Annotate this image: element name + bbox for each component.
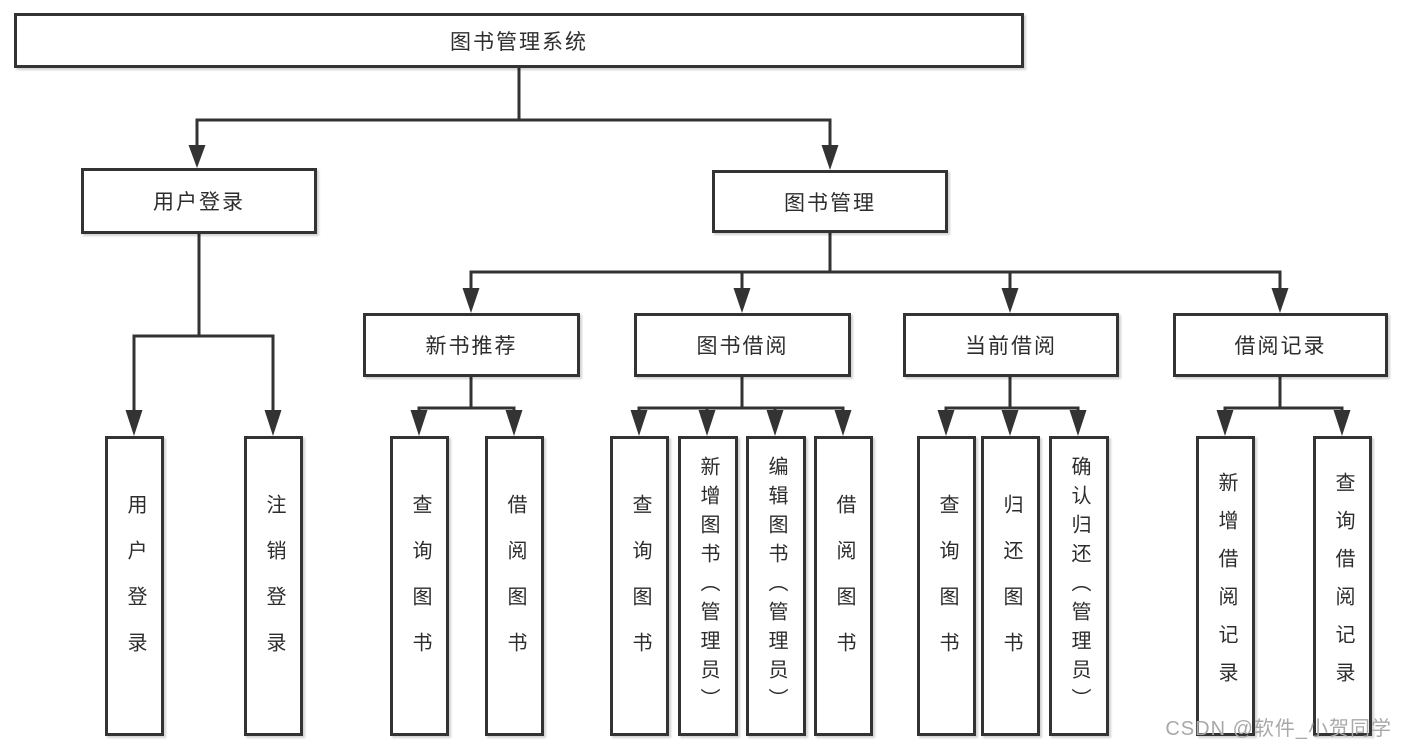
node-add-borrow-record: 新增借阅记录 <box>1196 436 1255 736</box>
node-return-books: 归还图书 <box>981 436 1040 736</box>
node-user-login-leaf: 用户登录 <box>105 436 164 736</box>
tree-edges <box>132 68 1344 412</box>
node-borrow-books-2: 借阅图书 <box>814 436 873 736</box>
node-user-login: 用户登录 <box>81 168 317 234</box>
node-edit-books-admin: 编辑图书（管理员） <box>746 436 806 736</box>
node-logout: 注销登录 <box>244 436 303 736</box>
node-book-management: 图书管理 <box>712 170 948 233</box>
node-borrowing-records: 借阅记录 <box>1173 313 1388 377</box>
node-new-book-recommendation: 新书推荐 <box>363 313 580 377</box>
arrowheads <box>125 145 1351 436</box>
node-current-borrowing: 当前借阅 <box>903 313 1119 377</box>
node-confirm-return-admin: 确认归还（管理员） <box>1049 436 1109 736</box>
node-book-borrowing: 图书借阅 <box>634 313 851 377</box>
node-query-books-2: 查询图书 <box>610 436 669 736</box>
node-query-books-3: 查询图书 <box>917 436 976 736</box>
node-borrow-books-1: 借阅图书 <box>485 436 544 736</box>
node-query-borrow-record: 查询借阅记录 <box>1313 436 1372 736</box>
csdn-watermark: CSDN @软件_小贺同学 <box>1165 718 1392 740</box>
node-add-books-admin: 新增图书（管理员） <box>678 436 738 736</box>
node-root: 图书管理系统 <box>14 13 1024 68</box>
node-query-books-1: 查询图书 <box>390 436 449 736</box>
